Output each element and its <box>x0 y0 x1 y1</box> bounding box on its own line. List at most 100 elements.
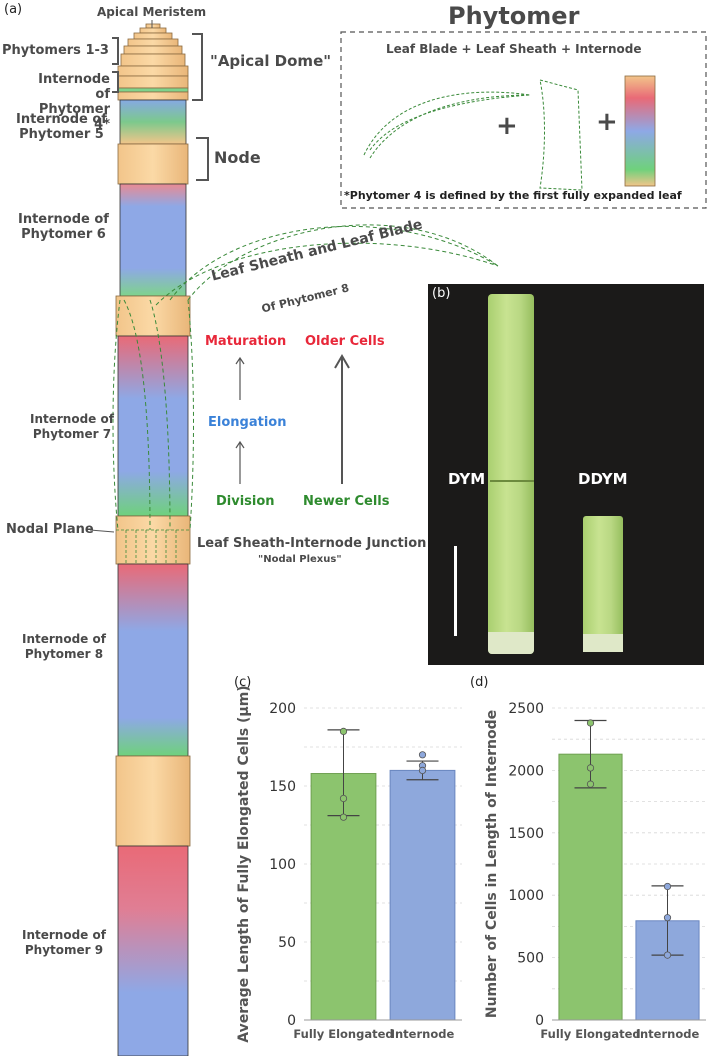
apical-dome <box>117 23 189 101</box>
internode-6-label: Internode of Phytomer 6 <box>18 212 109 242</box>
internode-7 <box>117 335 189 517</box>
chart-d-bar-1 <box>558 753 623 1021</box>
junction-label: Leaf Sheath-Internode Junction <box>197 536 427 551</box>
internode-5-line1: Internode of <box>16 112 107 127</box>
phytomer-title: Phytomer <box>448 2 580 30</box>
plus-2: + <box>596 107 618 137</box>
internode-7-line2: Phytomer 7 <box>32 427 112 441</box>
chart-c-ytick-label: 0 <box>287 1013 296 1029</box>
node-band-5 <box>117 143 189 185</box>
internode-8 <box>117 563 189 757</box>
internode-8-label: Internode of Phytomer 8 <box>22 632 106 662</box>
leaf-blade-icon <box>363 91 531 159</box>
apical-dome-label: "Apical Dome" <box>210 52 332 70</box>
division-label: Division <box>216 494 275 509</box>
phytomer-box <box>340 31 707 209</box>
chart-d-ytick-label: 500 <box>517 951 544 967</box>
internode-7-line1: Internode of <box>30 412 114 426</box>
ddym-base <box>583 634 623 652</box>
internode-9 <box>117 845 189 1056</box>
leaf-sheath-icon <box>539 79 583 191</box>
nodal-plexus <box>116 529 190 564</box>
chart-c-category-label-2: Internode <box>391 1027 455 1041</box>
nodal-plexus-label: "Nodal Plexus" <box>258 554 342 565</box>
dym-base <box>488 632 534 654</box>
chart-c-category-label-1: Fully Elongated <box>293 1027 393 1041</box>
chart-d-data-point <box>586 780 595 788</box>
internode-7-label: Internode of Phytomer 7 <box>30 412 114 442</box>
chart-d-data-point <box>586 719 595 727</box>
chart-c-bar-2 <box>389 769 456 1021</box>
internode-5-line2: Phytomer 5 <box>19 127 104 142</box>
elongation-label: Elongation <box>208 415 287 430</box>
internode-6-line1: Internode of <box>18 212 109 227</box>
dym-label: DYM <box>448 470 486 488</box>
newer-cells-label: Newer Cells <box>303 494 390 509</box>
phytomer-footnote: *Phytomer 4 is defined by the first full… <box>344 189 682 202</box>
chart-c-data-point <box>339 727 348 736</box>
internode-5 <box>119 99 187 145</box>
internode-8-line1: Internode of <box>22 632 106 646</box>
dome-brackets <box>112 33 209 181</box>
panel-a-label: (a) <box>4 2 23 17</box>
ddym-label: DDYM <box>578 470 628 488</box>
chart-c-data-point <box>339 794 348 803</box>
chart-d-data-point <box>663 951 672 959</box>
nodal-plane-label: Nodal Plane <box>6 522 94 537</box>
node-band-7 <box>115 515 191 565</box>
internode-9-line1: Internode of <box>22 928 106 942</box>
internode-4-label: Internode of Phytomer 4* <box>26 72 110 132</box>
chart-d-data-point <box>586 764 595 772</box>
internode-8-line2: Phytomer 8 <box>24 647 104 661</box>
chart-c-ytick-label: 150 <box>269 779 296 795</box>
stem-photo: (b) DYM DDYM <box>428 284 704 665</box>
scale-bar <box>454 546 457 636</box>
node-band-6 <box>115 295 191 337</box>
chart-d-data-point <box>663 882 672 891</box>
internode-4-line2: Phytomer 4* <box>38 102 110 132</box>
internode-6-line2: Phytomer 6 <box>21 227 106 242</box>
internode-icon <box>624 75 656 187</box>
chart-d-category-label-1: Fully Elongated <box>540 1027 640 1041</box>
panel-d-label: (d) <box>470 675 489 690</box>
chart-d-ytick-label: 2500 <box>508 701 544 717</box>
internode-9-label: Internode of Phytomer 9 <box>22 928 106 958</box>
phytomers-1-3-label: Phytomers 1-3 <box>2 43 109 58</box>
chart-c-data-point <box>339 813 348 821</box>
chart-c-ytick-label: 200 <box>269 701 296 717</box>
chart-d-y-axis-label: Number of Cells in Length of Internode <box>484 710 500 1018</box>
internode-4-line1: Internode of <box>38 72 110 102</box>
panel-c-label: (c) <box>234 675 252 690</box>
chart-d-category-label-2: Internode <box>636 1027 700 1041</box>
maturation-label: Maturation <box>205 334 287 349</box>
plus-1: + <box>496 111 518 141</box>
panel-b-label: (b) <box>432 286 451 301</box>
chart-d-ytick-label: 1500 <box>508 826 544 842</box>
leaf-sheath-outline <box>112 224 499 531</box>
dym-node <box>490 480 534 482</box>
internode-6 <box>119 183 187 297</box>
process-arrows <box>235 354 350 484</box>
chart-c-ytick-label: 100 <box>269 857 296 873</box>
node-band-8 <box>115 755 191 847</box>
dym-stem <box>488 294 534 654</box>
nodal-plane-pointer <box>89 529 115 533</box>
chart-d-data-point <box>663 914 672 922</box>
chart-d-ytick-label: 0 <box>535 1013 544 1029</box>
ddym-stem <box>583 516 623 652</box>
chart-d-ytick-label: 1000 <box>508 888 544 904</box>
older-cells-label: Older Cells <box>305 334 385 349</box>
phytomer-subtitle: Leaf Blade + Leaf Sheath + Internode <box>386 42 642 56</box>
chart-c-y-axis-label: Average Length of Fully Elongated Cells … <box>236 685 252 1042</box>
chart-d-ytick-label: 2000 <box>508 763 544 779</box>
chart-c-data-point <box>418 766 427 775</box>
chart-c-ytick-label: 50 <box>278 935 296 951</box>
apical-meristem-label: Apical Meristem <box>97 5 207 19</box>
internode-5-label: Internode of Phytomer 5 <box>16 112 107 142</box>
chart-c-data-point <box>418 751 427 759</box>
node-label: Node <box>214 148 261 167</box>
internode-9-line2: Phytomer 9 <box>24 943 104 957</box>
chart-c: 0 50 100 150 200 Average Length of Fully Elon… <box>236 685 462 1043</box>
